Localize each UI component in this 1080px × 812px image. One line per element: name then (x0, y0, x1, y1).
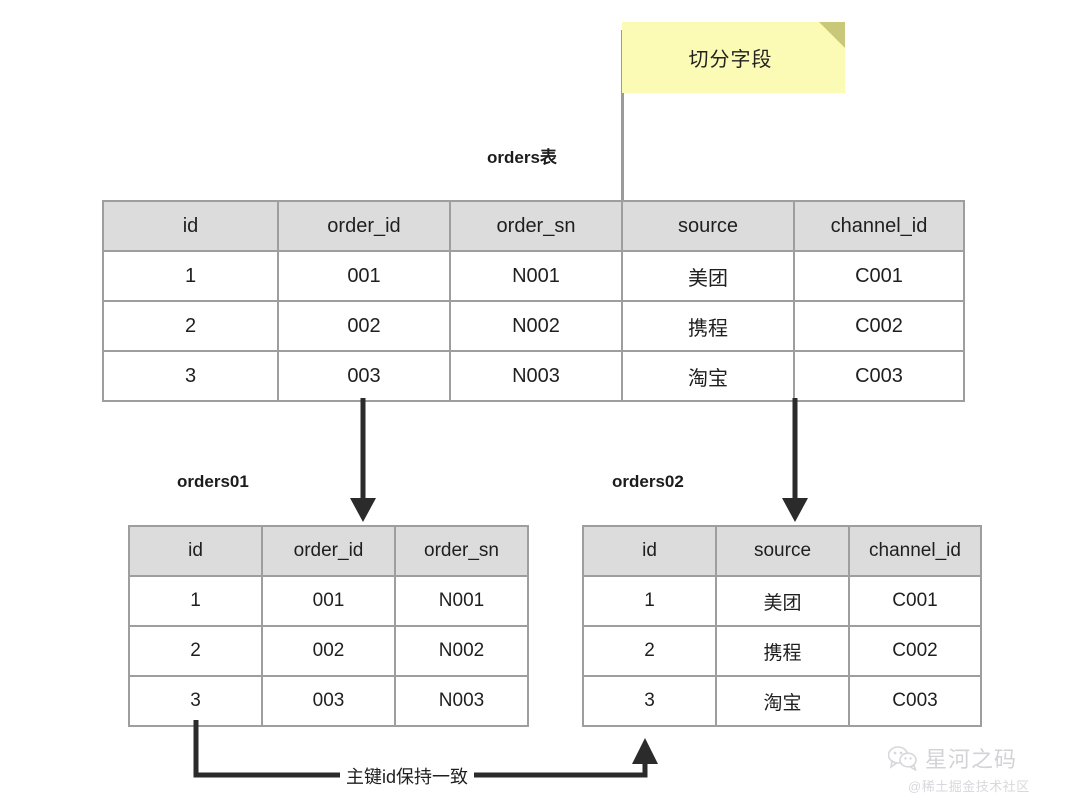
table-orders02: id source channel_id 1 美团 C001 2 携程 C002… (582, 525, 982, 727)
table-row: 1 001 N001 (128, 575, 529, 627)
table-header-row: id order_id order_sn (128, 525, 529, 577)
cell: 2 (582, 625, 717, 677)
cell: C001 (793, 250, 965, 302)
table-row: 2 002 N002 (128, 625, 529, 677)
cell: N001 (394, 575, 529, 627)
cell: 001 (261, 575, 396, 627)
cell: C003 (848, 675, 982, 727)
sticky-note-pointer-line (621, 30, 624, 202)
column-header-channel-id: channel_id (793, 200, 965, 252)
table-row: 3 003 N003 淘宝 C003 (102, 350, 965, 402)
cell: 携程 (715, 625, 850, 677)
cell: N001 (449, 250, 623, 302)
cell: 002 (277, 300, 451, 352)
cell: 003 (261, 675, 396, 727)
cell: 淘宝 (621, 350, 795, 402)
cell: 1 (128, 575, 263, 627)
table-orders: id order_id order_sn source channel_id 1… (102, 200, 965, 402)
table-row: 2 携程 C002 (582, 625, 982, 677)
wechat-icon (888, 746, 917, 771)
cell: 003 (277, 350, 451, 402)
column-header-order-sn: order_sn (449, 200, 623, 252)
watermark: 星河之码 @稀土掘金技术社区 (888, 742, 1030, 795)
cell: 淘宝 (715, 675, 850, 727)
cell: N002 (449, 300, 623, 352)
cell: 2 (128, 625, 263, 677)
cell: 1 (582, 575, 717, 627)
cell: 2 (102, 300, 279, 352)
table-row: 3 淘宝 C003 (582, 675, 982, 727)
sticky-note-label: 切分字段 (688, 49, 773, 71)
arrow-orders-to-orders01 (350, 398, 376, 522)
table-orders01: id order_id order_sn 1 001 N001 2 002 N0… (128, 525, 529, 727)
column-header-channel-id: channel_id (848, 525, 982, 577)
column-header-order-sn: order_sn (394, 525, 529, 577)
table-row: 2 002 N002 携程 C002 (102, 300, 965, 352)
cell: 001 (277, 250, 451, 302)
cell: C002 (793, 300, 965, 352)
cell: N002 (394, 625, 529, 677)
cell: C001 (848, 575, 982, 627)
table-row: 3 003 N003 (128, 675, 529, 727)
cell: 3 (102, 350, 279, 402)
watermark-name: 星河之码 (925, 747, 1018, 772)
caption-orders02-table: orders02 (612, 472, 684, 491)
cell: 002 (261, 625, 396, 677)
arrow-orders-to-orders02 (782, 398, 808, 522)
cell: 携程 (621, 300, 795, 352)
cell: N003 (394, 675, 529, 727)
column-header-order-id: order_id (261, 525, 396, 577)
table-header-row: id source channel_id (582, 525, 982, 577)
column-header-source: source (715, 525, 850, 577)
cell: 美团 (715, 575, 850, 627)
cell: C002 (848, 625, 982, 677)
table-row: 1 美团 C001 (582, 575, 982, 627)
cell: 美团 (621, 250, 795, 302)
column-header-id: id (102, 200, 279, 252)
sticky-note-split-field: 切分字段 (622, 22, 845, 93)
connector-label-primary-key: 主键id保持一致 (340, 763, 475, 789)
caption-orders-table: orders表 (487, 148, 557, 167)
cell: 1 (102, 250, 279, 302)
cell: 3 (582, 675, 717, 727)
table-header-row: id order_id order_sn source channel_id (102, 200, 965, 252)
column-header-source: source (621, 200, 795, 252)
watermark-handle: @稀土掘金技术社区 (908, 779, 1030, 794)
cell: 3 (128, 675, 263, 727)
column-header-order-id: order_id (277, 200, 451, 252)
column-header-id: id (582, 525, 717, 577)
cell: N003 (449, 350, 623, 402)
caption-orders01-table: orders01 (177, 472, 249, 491)
sticky-note-fold-corner (819, 22, 845, 48)
column-header-id: id (128, 525, 263, 577)
cell: C003 (793, 350, 965, 402)
table-row: 1 001 N001 美团 C001 (102, 250, 965, 302)
